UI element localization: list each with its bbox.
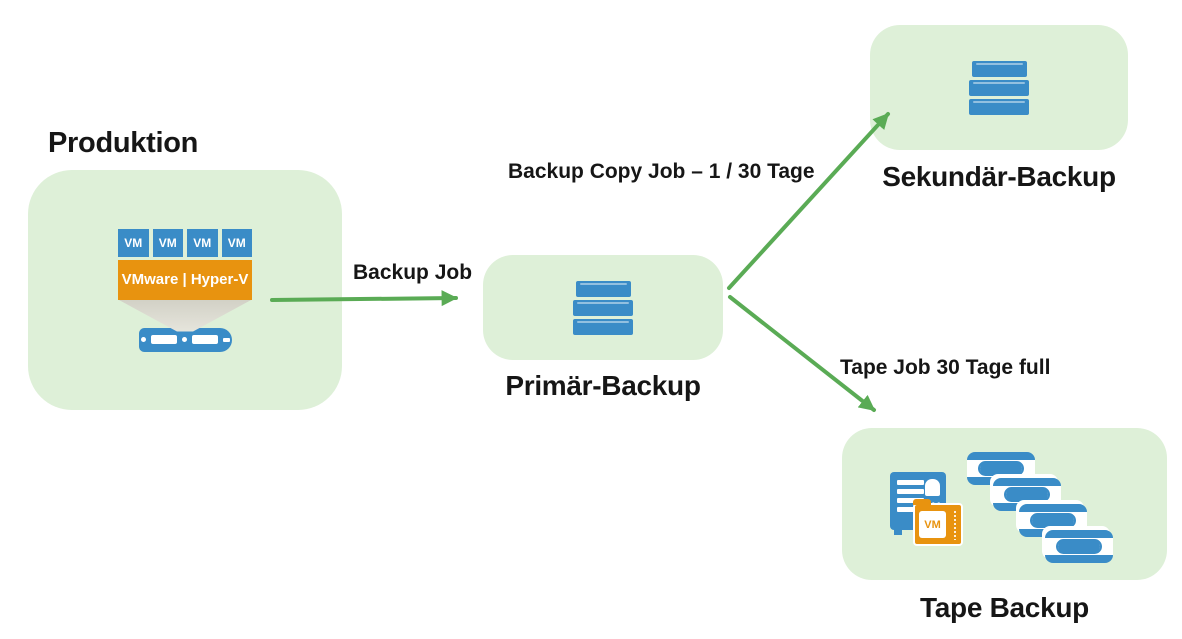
- backup-copy-job-label: Backup Copy Job – 1 / 30 Tage: [508, 160, 815, 183]
- tape-backup-node: VM: [842, 428, 1167, 580]
- disk-stack-icon: [573, 280, 633, 335]
- vm-icon: VM: [187, 228, 218, 257]
- disk-stack-icon: [969, 60, 1029, 115]
- produktion-title: Produktion: [48, 127, 199, 159]
- tape-job-label: Tape Job 30 Tage full: [840, 356, 1051, 379]
- vm-folder-icon: VM: [913, 499, 963, 546]
- disk: [969, 79, 1029, 96]
- tape-library-screen: [925, 479, 940, 496]
- vm-icon: VM: [118, 228, 149, 257]
- vm-folder-label: VM: [919, 511, 946, 538]
- vm-icon: VM: [152, 228, 183, 257]
- tape-job-arrow: [728, 295, 876, 412]
- tape-library-slots: [897, 480, 924, 512]
- server-drive-bay: [150, 335, 177, 344]
- backup-job-label: Backup Job: [353, 261, 473, 284]
- produktion-node: VM VM VM VM VMware | Hyper-V: [28, 170, 342, 410]
- funnel-icon: [118, 299, 252, 332]
- disk: [969, 98, 1029, 115]
- hypervisor-platform-bar: VMware | Hyper-V: [118, 259, 252, 300]
- primaer-backup-node: [483, 255, 723, 360]
- disk: [573, 299, 633, 316]
- server-icon: [138, 327, 232, 352]
- vm-row: VM VM VM VM: [118, 228, 252, 257]
- backup-copy-job-arrow: [727, 112, 890, 290]
- sekundaer-backup-node: [870, 25, 1128, 150]
- server-drive-bay: [191, 335, 218, 344]
- server-led: [140, 337, 146, 342]
- vm-folder-tab: [951, 509, 959, 540]
- hypervisor-host-icon: VM VM VM VM VMware | Hyper-V: [118, 228, 252, 352]
- server-port: [222, 337, 230, 342]
- disk: [575, 280, 631, 297]
- sekundaer-backup-title: Sekundär-Backup: [882, 161, 1116, 192]
- disk: [573, 318, 633, 335]
- disk: [971, 60, 1027, 77]
- primaer-backup-title: Primär-Backup: [505, 370, 701, 401]
- tape-cassette-icon: [1045, 530, 1113, 563]
- tape-backup-title: Tape Backup: [920, 592, 1089, 623]
- server-led: [181, 337, 187, 342]
- vm-icon: VM: [221, 228, 252, 257]
